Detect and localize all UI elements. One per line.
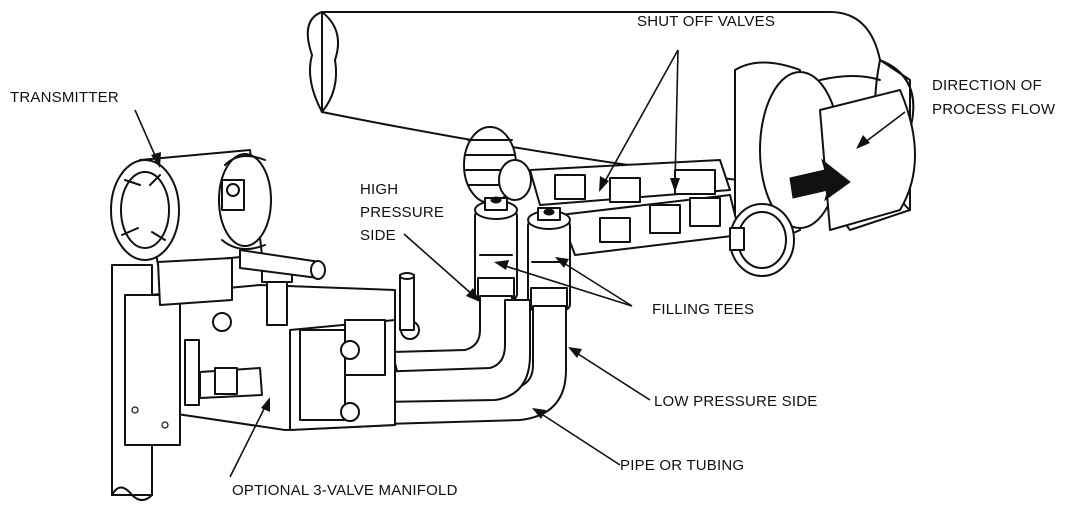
label-high-line2: PRESSURE bbox=[360, 204, 445, 221]
flow-direction-arrow-icon bbox=[789, 158, 851, 202]
label-direction-line1: DIRECTION OF bbox=[932, 77, 1042, 94]
leader-lines bbox=[134, 49, 906, 478]
impulse-tubing bbox=[341, 295, 567, 426]
label-filling-tees: FILLING TEES bbox=[652, 301, 755, 318]
transmitter bbox=[110, 149, 326, 501]
label-low-pressure-side: LOW PRESSURE SIDE bbox=[654, 393, 818, 410]
label-pipe-or-tubing: PIPE OR TUBING bbox=[620, 457, 745, 474]
shut-off-valves bbox=[463, 126, 795, 277]
label-transmitter: TRANSMITTER bbox=[10, 89, 119, 106]
filling-tees bbox=[474, 196, 571, 311]
label-direction-line2: PROCESS FLOW bbox=[932, 101, 1056, 118]
label-shut-off-valves: SHUT OFF VALVES bbox=[637, 13, 776, 30]
label-high-line3: SIDE bbox=[360, 227, 396, 244]
label-high-line1: HIGH bbox=[360, 181, 399, 198]
label-manifold: OPTIONAL 3-VALVE MANIFOLD bbox=[232, 482, 458, 499]
process-pipe bbox=[306, 11, 916, 239]
